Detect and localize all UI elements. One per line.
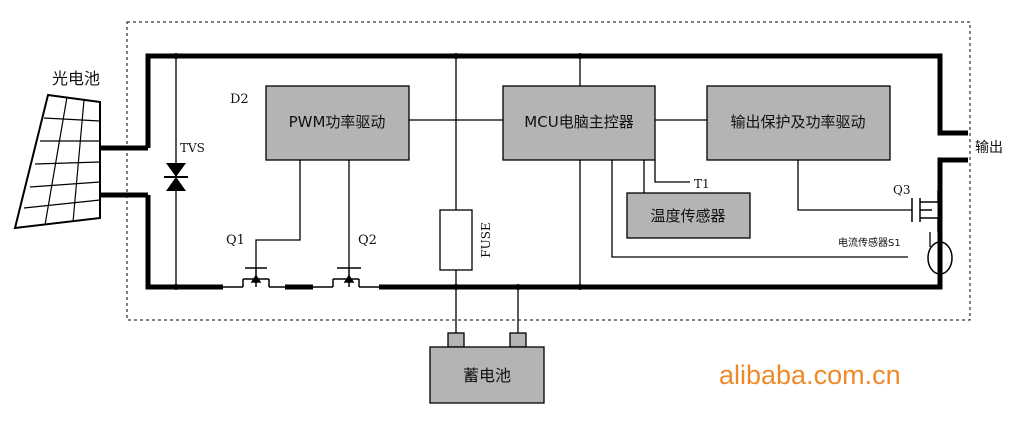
mosfet-q2-icon [313,267,379,288]
output-protection-label: 输出保护及功率驱动 [730,113,865,131]
tvs-diode-icon [164,163,188,191]
battery-terminal-negative [447,332,465,348]
pwm-driver-block [265,85,410,161]
tvs-label: TVS [180,141,205,155]
temp-sensor-label: 温度传感器 [650,207,725,225]
pwm-driver-label: PWM功率驱动 [289,113,386,131]
mosfet-q3-icon [911,190,939,232]
current-sensor-icon [927,241,953,275]
output-label: 输出 [975,140,1003,156]
solar-panel-label: 光电池 [52,69,100,88]
mcu-label: MCU电脑主控器 [524,113,633,131]
temp-sensor-block [626,192,751,239]
battery-terminal-positive [509,332,527,348]
watermark-text: alibaba.com.cn [719,360,901,390]
current-sensor-label: 电流传感器S1 [838,236,901,249]
solar-panel-icon [13,93,101,230]
fuse-label: FUSE [479,222,493,257]
fuse-icon [439,209,473,271]
signal-wires [175,56,931,333]
battery-block [429,346,545,404]
q2-label: Q2 [358,233,377,248]
output-protection-block [706,85,891,161]
t1-label: T1 [694,177,710,191]
junction-dots [173,53,583,290]
q1-label: Q1 [226,233,245,248]
q3-label: Q3 [893,183,910,197]
battery-label: 蓄电池 [463,366,511,385]
main-bus [100,53,968,290]
mcu-block [502,85,656,161]
d2-label: D2 [230,92,249,107]
mosfet-q1-icon [223,267,285,288]
controller-enclosure [126,21,971,321]
